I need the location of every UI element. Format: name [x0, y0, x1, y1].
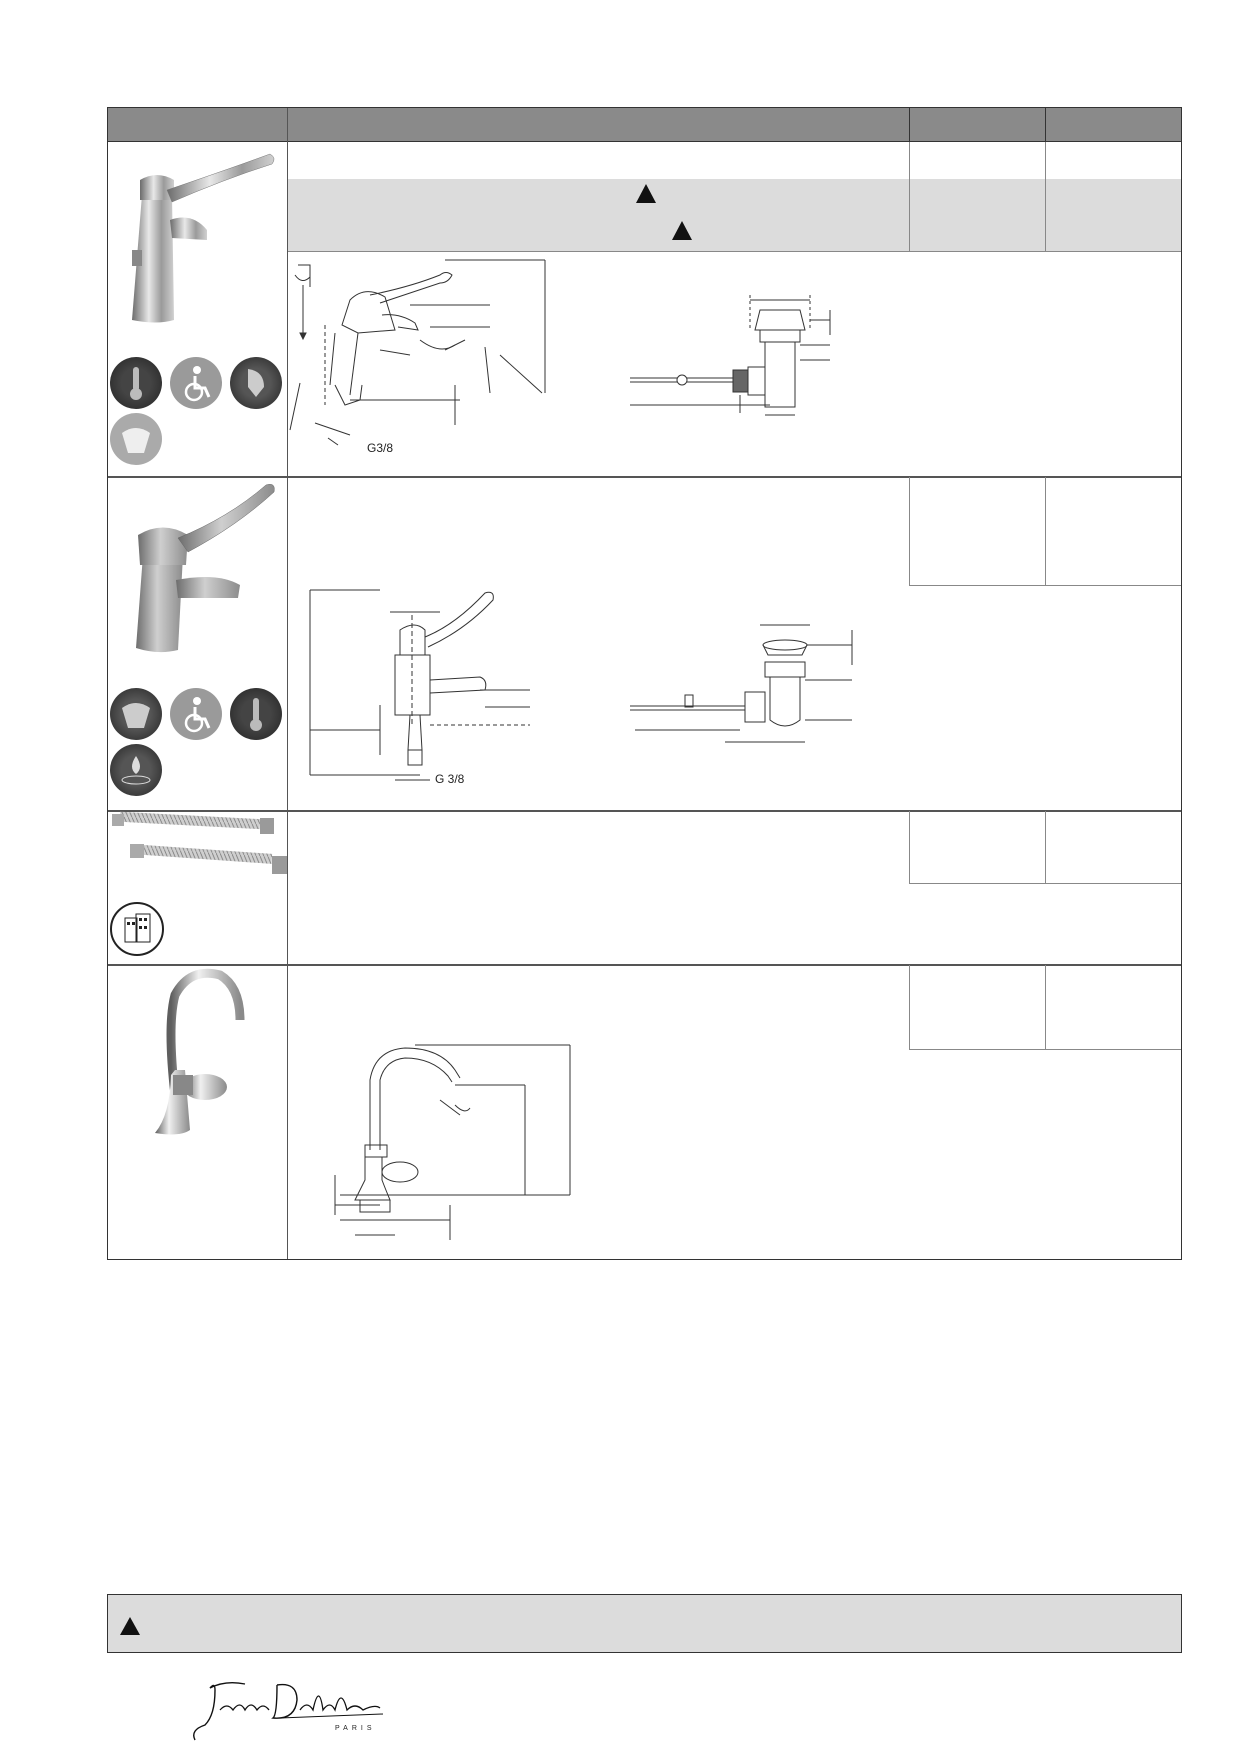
swan-neck-tap-technical-drawing	[334, 1044, 571, 1240]
price-cell-border-2a	[909, 477, 910, 585]
footnote-band	[107, 1594, 1182, 1653]
column-divider-image	[287, 108, 288, 1259]
splash-free-icon	[110, 688, 162, 740]
thread-label-1: G3/8	[367, 441, 393, 455]
mixer-technical-drawing: G3/8	[289, 259, 546, 455]
row-separator-2	[108, 810, 1181, 812]
warning-triangle-icon	[672, 221, 692, 240]
svg-text:PARIS: PARIS	[335, 1725, 376, 1732]
price-cell-border-1b	[1045, 142, 1046, 251]
highlight-band-row-1	[288, 179, 1181, 251]
wheelchair-accessibility-icon	[170, 357, 222, 409]
row-separator-3	[108, 964, 1181, 966]
flow-limiter-icon	[230, 357, 282, 409]
flexible-hoses-photo	[112, 811, 287, 874]
price-cell-bottom-4	[909, 1049, 1181, 1050]
price-cell-border-3b	[1045, 811, 1046, 883]
water-saving-icon	[110, 744, 162, 796]
swan-neck-tap-photo	[155, 968, 245, 1135]
waste-technical-drawing-2	[630, 624, 853, 743]
price-cell-bottom-2	[909, 585, 1181, 586]
product-table	[107, 107, 1182, 1260]
band-bottom-border-1	[288, 251, 1181, 252]
warning-triangle-icon	[636, 184, 656, 203]
thread-label-2: G 3/8	[435, 772, 465, 786]
header-divider-2	[909, 108, 910, 142]
waste-technical-drawing	[630, 295, 831, 416]
medical-mixer-technical-drawing: G 3/8	[309, 589, 530, 786]
table-header-row	[108, 108, 1181, 142]
building-icon	[110, 902, 164, 956]
thermometer-icon	[230, 688, 282, 740]
price-cell-border-4a	[909, 965, 910, 1049]
price-cell-border-3a	[909, 811, 910, 883]
row-separator-1	[108, 476, 1181, 478]
price-cell-bottom-3	[909, 883, 1181, 884]
lever-mixer-photo	[132, 153, 275, 323]
thermometer-icon	[110, 357, 162, 409]
warning-triangle-icon	[120, 1617, 140, 1635]
splash-free-icon	[110, 413, 162, 465]
jacob-delafon-logo: PARIS	[193, 1681, 384, 1741]
price-cell-border-1a	[909, 142, 910, 251]
wheelchair-accessibility-icon	[170, 688, 222, 740]
header-divider-3	[1045, 108, 1046, 142]
price-cell-border-2b	[1045, 477, 1046, 585]
medical-mixer-photo	[136, 484, 275, 653]
price-cell-border-4b	[1045, 965, 1046, 1049]
